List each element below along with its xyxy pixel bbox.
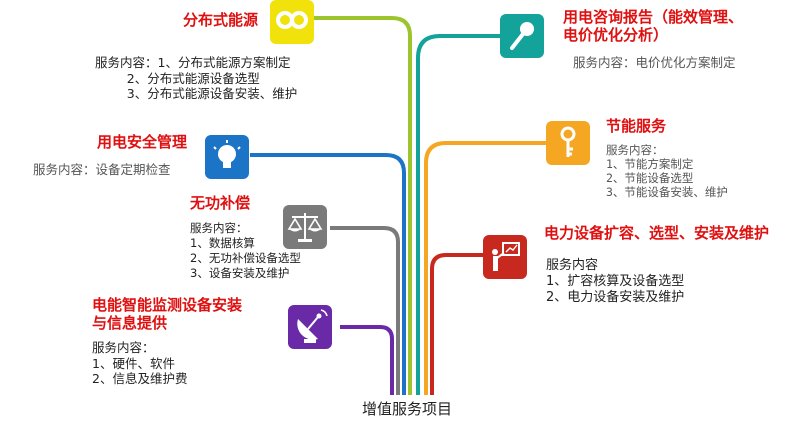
key-icon <box>560 126 576 157</box>
connector-consulting <box>416 34 500 395</box>
service-icon-box-energy-saving <box>546 121 590 165</box>
scales-icon <box>287 213 323 242</box>
connector-reactive <box>330 226 400 395</box>
service-body-power-equipment: 服务内容 1、扩容核算及设备选型 2、电力设备安装及维护 <box>546 258 685 305</box>
service-title-monitoring: 电能智能监测设备安装 与信息提供 <box>92 296 243 332</box>
service-icon-box-safety <box>205 135 249 179</box>
service-body-safety: 服务内容：设备定期检查 <box>33 162 171 177</box>
connector-power-equipment <box>430 253 483 395</box>
connector-safety <box>250 153 406 395</box>
service-title-reactive: 无功补偿 <box>190 194 251 212</box>
service-body-monitoring: 服务内容： 1、硬件、软件 2、信息及维护费 <box>92 340 188 386</box>
service-body-reactive: 服务内容： 1、数据核算 2、无功补偿设备选型 3、设备安装及维护 <box>190 221 301 280</box>
microphone-icon <box>510 22 534 50</box>
service-title-safety: 用电安全管理 <box>97 133 188 151</box>
satellite-dish-icon <box>297 309 328 343</box>
light-bulb-icon <box>213 140 241 168</box>
service-icon-box-reactive <box>283 205 327 249</box>
service-title-consulting: 用电咨询报告（能效管理、 电价优化分析） <box>563 8 744 44</box>
connector-monitoring <box>340 325 394 395</box>
service-title-distributed-energy: 分布式能源 <box>183 11 259 29</box>
diagram-root-label: 增值服务项目 <box>362 400 453 418</box>
connector-distributed-energy <box>310 16 412 395</box>
service-icon-box-distributed-energy <box>270 0 314 44</box>
infinity-icon <box>276 11 308 29</box>
service-icon-box-consulting <box>500 14 544 58</box>
service-body-distributed-energy: 服务内容：1、分布式能源方案制定 2、分布式能源设备选型 3、分布式能源设备安装… <box>95 55 298 101</box>
service-body-consulting: 服务内容：电价优化方案制定 <box>573 55 736 70</box>
service-title-energy-saving: 节能服务 <box>606 117 667 135</box>
presenter-icon <box>492 242 520 271</box>
service-icon-box-monitoring <box>288 305 332 349</box>
service-body-energy-saving: 服务内容： 1、节能方案制定 2、节能设备选型 3、节能设备安装、维护 <box>606 143 728 199</box>
service-icon-box-power-equipment <box>483 235 527 279</box>
connector-energy-saving <box>424 141 546 395</box>
service-title-power-equipment: 电力设备扩容、选型、安装及维护 <box>544 224 770 242</box>
